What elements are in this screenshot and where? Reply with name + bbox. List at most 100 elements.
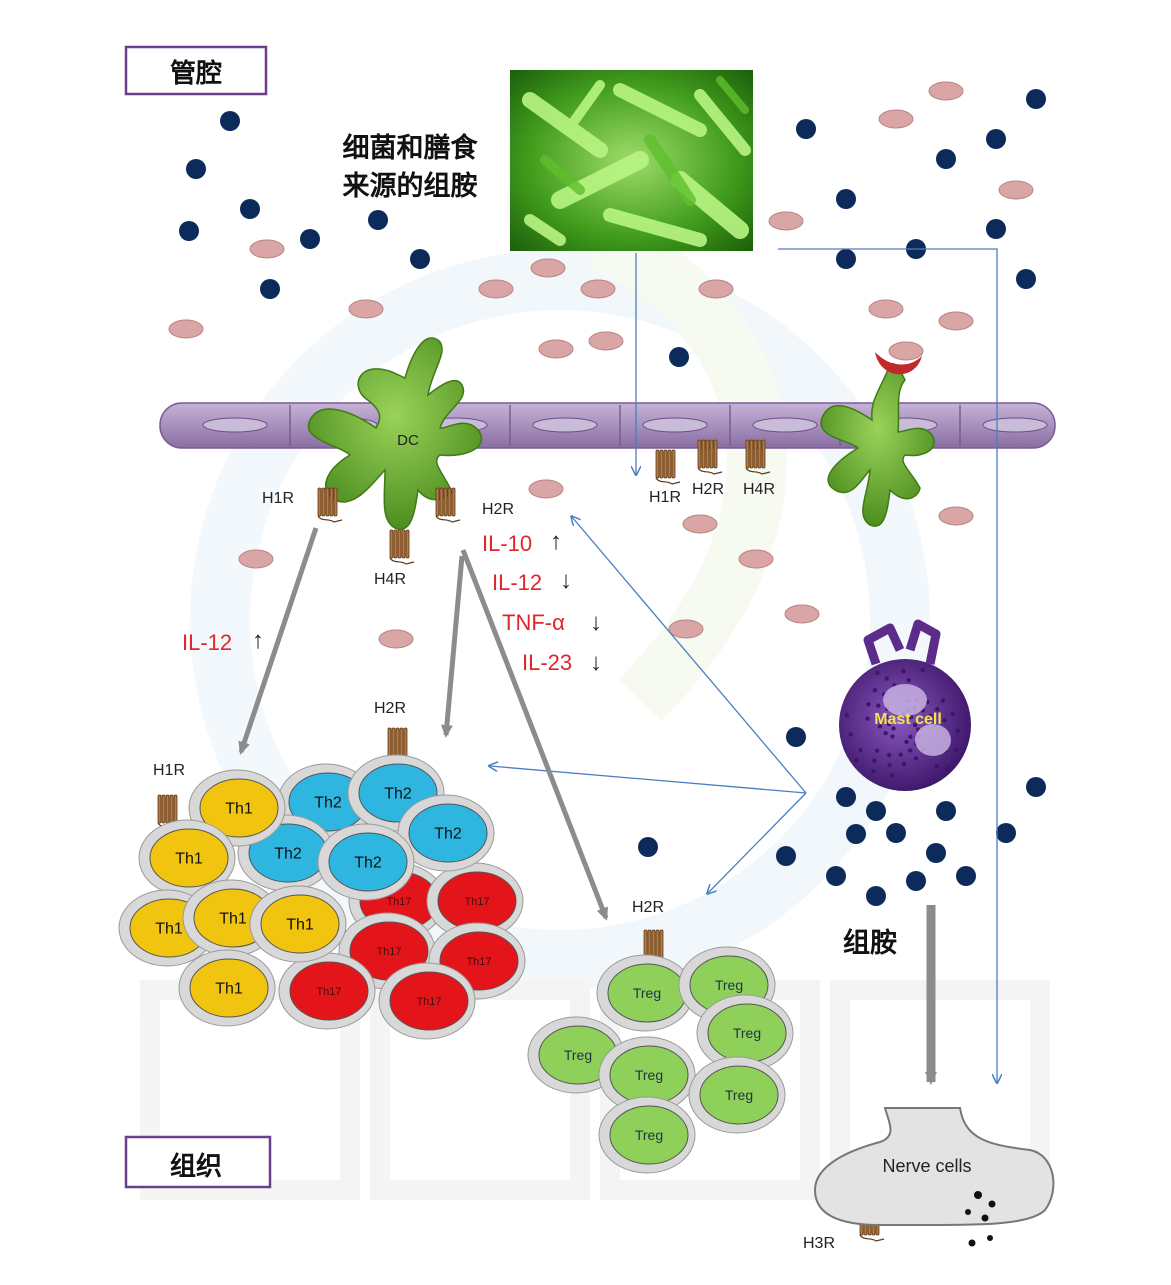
epi-h1r-label: H1R — [649, 489, 681, 506]
arrow-mast-to-treg — [708, 792, 807, 893]
il12-left-label: IL-12 — [182, 630, 232, 655]
t-cell-th1: Th1 — [138, 819, 236, 897]
granule — [940, 698, 946, 703]
granule — [912, 722, 918, 728]
bacteria-image — [510, 70, 753, 251]
food-particle — [768, 211, 804, 231]
th1-h1r-label: H1R — [153, 762, 185, 779]
t-cell-label: Th2 — [384, 786, 412, 803]
t-cell-treg: Treg — [696, 994, 794, 1072]
t-cell-label: Treg — [715, 977, 743, 993]
t-cell-treg: Treg — [596, 954, 694, 1032]
il10-arrow: ↑ — [550, 528, 562, 555]
granule — [884, 676, 890, 681]
epi-h4r-label: H4R — [743, 481, 775, 498]
histamine-dot — [796, 119, 816, 139]
food-particle — [928, 81, 964, 101]
histamine-dot — [866, 886, 886, 906]
dendritic-cell: DC — [307, 337, 483, 530]
histamine-dots — [179, 89, 1046, 906]
granule — [866, 702, 871, 707]
granule — [898, 752, 903, 757]
granule — [950, 711, 955, 717]
t-cell-label: Treg — [635, 1127, 663, 1143]
t-cell-th17: Th17 — [278, 952, 376, 1030]
granule — [886, 721, 892, 727]
granule — [874, 714, 880, 720]
food-particle — [168, 319, 204, 339]
food-particle — [580, 279, 616, 299]
granule — [883, 730, 888, 736]
nerve-cell: Nerve cells — [813, 1107, 1055, 1247]
tissue-label-box: 组织 — [124, 1135, 272, 1189]
granule — [877, 724, 883, 729]
food-particle — [478, 279, 514, 299]
histamine-dot — [186, 159, 206, 179]
dc-h2r-label: H2R — [482, 501, 514, 518]
cytokines: IL-12 ↑ IL-10 ↑ IL-12 ↓ TNF-α ↓ IL-23 ↓ — [182, 528, 602, 676]
il23-arrow: ↓ — [590, 649, 602, 676]
t-cell-label: Th1 — [219, 911, 247, 928]
epi-h2r-label: H2R — [692, 481, 724, 498]
granule — [904, 739, 909, 745]
dc-h4r-label: H4R — [374, 571, 406, 588]
t-cell-treg: Treg — [598, 1096, 696, 1174]
mast-cell: Mast cell — [839, 619, 971, 791]
receptor-icon — [745, 439, 771, 475]
t-cell-label: Th2 — [314, 795, 342, 812]
food-particle — [738, 549, 774, 569]
bacteria-capture-icon — [875, 352, 922, 375]
t-cell-th2: Th2 — [317, 823, 415, 901]
food-particle — [348, 299, 384, 319]
t-cell-label: Th1 — [175, 851, 203, 868]
dc-label: DC — [397, 432, 419, 449]
granule — [920, 667, 926, 673]
t-cell-treg: Treg — [598, 1036, 696, 1114]
histamine-dot — [866, 801, 886, 821]
mast-cell-label: Mast cell — [874, 711, 942, 728]
food-particle — [698, 279, 734, 299]
granule — [901, 761, 907, 767]
t-cell-th1: Th1 — [178, 949, 276, 1027]
histamine-dot — [986, 129, 1006, 149]
granule — [858, 747, 863, 753]
dendritic-cell-right — [820, 352, 935, 527]
t-cell-label: Th17 — [464, 896, 489, 908]
il12-left-arrow: ↑ — [252, 627, 264, 654]
histamine-dot — [956, 866, 976, 886]
granule — [848, 732, 854, 737]
histamine-dot — [786, 727, 806, 747]
t-cell-label: Th2 — [434, 826, 462, 843]
epithelial-nucleus — [982, 417, 1048, 433]
t-cell-label: Treg — [633, 985, 661, 1001]
histamine-dot — [986, 219, 1006, 239]
histamine-source-line1: 细菌和膳食 — [343, 132, 479, 164]
histamine-dot — [300, 229, 320, 249]
granule — [953, 747, 959, 753]
histamine-dot — [836, 189, 856, 209]
histamine-dot — [936, 149, 956, 169]
t-cell-label: Th1 — [225, 801, 253, 818]
food-particle — [998, 180, 1034, 200]
histamine-dot — [1026, 777, 1046, 797]
arrow-dc-to-th2 — [440, 555, 465, 738]
food-particle — [588, 331, 624, 351]
t-cell-th17: Th17 — [378, 962, 476, 1040]
nerve-h3r-label: H3R — [803, 1235, 835, 1252]
granule — [887, 762, 892, 768]
food-particle — [378, 629, 414, 649]
il12-arrow: ↓ — [560, 567, 572, 594]
granule — [891, 726, 896, 731]
granule — [934, 763, 940, 769]
granule — [872, 758, 877, 763]
t-cell-th1: Th1 — [249, 885, 347, 963]
food-particle — [784, 604, 820, 624]
il23-label: IL-23 — [522, 650, 572, 675]
tissue-label: 组织 — [170, 1151, 222, 1182]
t-cell-label: Treg — [733, 1025, 761, 1041]
receptor-icon — [697, 439, 723, 475]
receptor-icon — [435, 487, 461, 523]
granule — [913, 756, 919, 761]
granule — [872, 688, 878, 693]
